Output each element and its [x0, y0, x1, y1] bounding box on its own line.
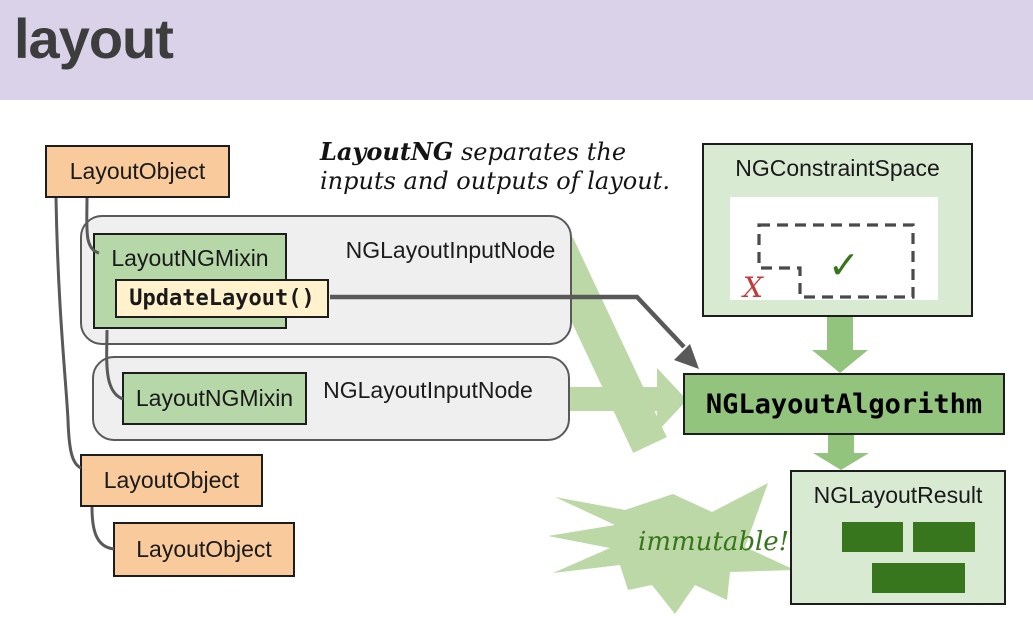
bands-arrowhead: [657, 368, 687, 432]
result-node: NGLayoutResult: [790, 470, 1006, 605]
input-node-label-1: NGLayoutInputNode: [345, 237, 556, 263]
layout-ng-mixin-node-2: LayoutNGMixin: [122, 372, 307, 425]
dashed-constraint-shape: [757, 223, 915, 299]
annotation-line2: inputs and outputs of layout.: [320, 167, 670, 195]
constraint-to-algorithm-arrow: [812, 315, 868, 373]
annotation-term: LayoutNG: [320, 137, 454, 166]
annotation-text: LayoutNG separates the inputs and output…: [320, 137, 680, 196]
update-layout-label: UpdateLayout(): [129, 286, 315, 311]
slide-header: layout: [0, 0, 1033, 100]
annotation-line1: separates the: [453, 138, 627, 166]
layout-object-node-2: LayoutObject: [80, 454, 263, 507]
layout-object-label-3: LayoutObject: [136, 536, 272, 562]
immutable-starburst: [548, 483, 795, 614]
result-fragment-3: [872, 563, 965, 593]
result-label: NGLayoutResult: [813, 482, 983, 508]
algorithm-node: NGLayoutAlgorithm: [683, 373, 1005, 435]
check-mark: ✓: [828, 243, 860, 287]
layout-object-label-2: LayoutObject: [103, 467, 240, 493]
constraint-space-canvas: ✓ X: [730, 197, 938, 304]
result-fragment-1: [842, 522, 903, 552]
layout-object-node-3: LayoutObject: [113, 522, 295, 577]
constraint-space-node: NGConstraintSpace ✓ X: [702, 143, 973, 317]
result-fragment-2: [913, 522, 975, 552]
immutable-label: immutable!: [638, 527, 790, 557]
page-title: layout: [14, 7, 174, 70]
input-node-label-2: NGLayoutInputNode: [323, 377, 533, 403]
layout-object-node-1: LayoutObject: [45, 145, 230, 198]
layout-object-label-1: LayoutObject: [69, 158, 206, 184]
constraint-shape-graphic: ✓ X: [741, 223, 915, 304]
algorithm-label: NGLayoutAlgorithm: [705, 388, 983, 420]
algorithm-to-result-arrow: [813, 434, 869, 470]
constraint-space-label: NGConstraintSpace: [735, 155, 940, 181]
input2-to-algorithm-band: [558, 387, 658, 411]
update-layout-node: UpdateLayout(): [115, 279, 329, 318]
cross-mark: X: [741, 271, 764, 300]
layout-ng-mixin-label-2: LayoutNGMixin: [135, 385, 294, 411]
layout-ng-mixin-label-1: LayoutNGMixin: [111, 245, 269, 271]
